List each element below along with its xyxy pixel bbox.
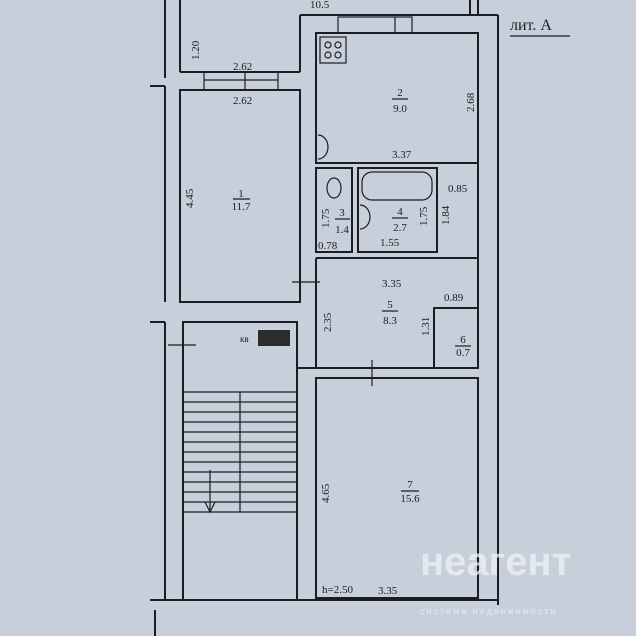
bathtub-icon <box>361 171 433 201</box>
dim-room1-length: 4.45 <box>184 188 196 208</box>
room-area: 11.7 <box>232 201 251 213</box>
dim-hall-width: 3.35 <box>382 278 402 290</box>
sink-icon <box>317 134 329 160</box>
dim-room7-width: 3.35 <box>378 585 398 597</box>
stove-icon <box>319 36 347 64</box>
room-number: 6 <box>460 334 466 346</box>
room-area: 1.4 <box>335 224 349 236</box>
toilet-icon <box>326 177 342 199</box>
room-area: 9.0 <box>393 103 407 115</box>
room-area: 2.7 <box>393 222 407 234</box>
dim-store-width: 0.89 <box>444 292 464 304</box>
room-6-storage <box>433 307 479 369</box>
watermark-brand: неагент <box>420 540 571 584</box>
dim-store-depth: 1.31 <box>420 317 432 336</box>
redacted-number <box>258 330 290 346</box>
room-number: 4 <box>397 206 403 218</box>
room-number: 3 <box>339 207 345 219</box>
dim-hall-depth: 2.35 <box>322 312 334 332</box>
room-area: 15.6 <box>400 493 420 505</box>
watermark-tagline: система недвижимости <box>420 606 557 616</box>
room-number: 5 <box>387 299 393 311</box>
room-number: 1 <box>238 188 244 200</box>
dim-bath-length: 1.75 <box>418 206 430 226</box>
dim-wc-width: 0.78 <box>318 240 338 252</box>
stairwell <box>168 321 298 601</box>
dim-balcony-width: 2.62 <box>233 61 252 73</box>
room-3-wc <box>315 167 353 253</box>
plan-title: лит. А <box>510 17 552 34</box>
ceiling-height: h=2.50 <box>322 584 353 596</box>
dim-closet-length: 1.84 <box>440 205 452 225</box>
dim-balcony-depth: 1.20 <box>190 40 202 60</box>
sink-icon <box>359 204 371 230</box>
room-5-hall <box>296 163 479 386</box>
room-number: 7 <box>407 479 413 491</box>
room-7 <box>315 377 479 599</box>
room-area: 0.7 <box>456 347 470 359</box>
dim-wc-length: 1.75 <box>320 208 332 228</box>
arrow-down-icon <box>204 501 216 514</box>
dim-closet-width: 0.85 <box>448 183 468 195</box>
dim-room1-width: 2.62 <box>233 95 252 107</box>
dim-room2-depth: 2.68 <box>465 92 477 112</box>
dim-room7-length: 4.65 <box>320 483 332 503</box>
room-2-kitchen <box>315 16 479 164</box>
room-number: 2 <box>397 87 403 99</box>
room-area: 8.3 <box>383 315 397 327</box>
dim-bath-width: 1.55 <box>380 237 400 249</box>
room-1 <box>179 89 320 303</box>
apartment-label: кв <box>240 334 249 344</box>
overall-width: 10.5 <box>310 0 330 11</box>
room-4-bath <box>357 167 438 253</box>
dim-room2-width: 3.37 <box>392 149 412 161</box>
